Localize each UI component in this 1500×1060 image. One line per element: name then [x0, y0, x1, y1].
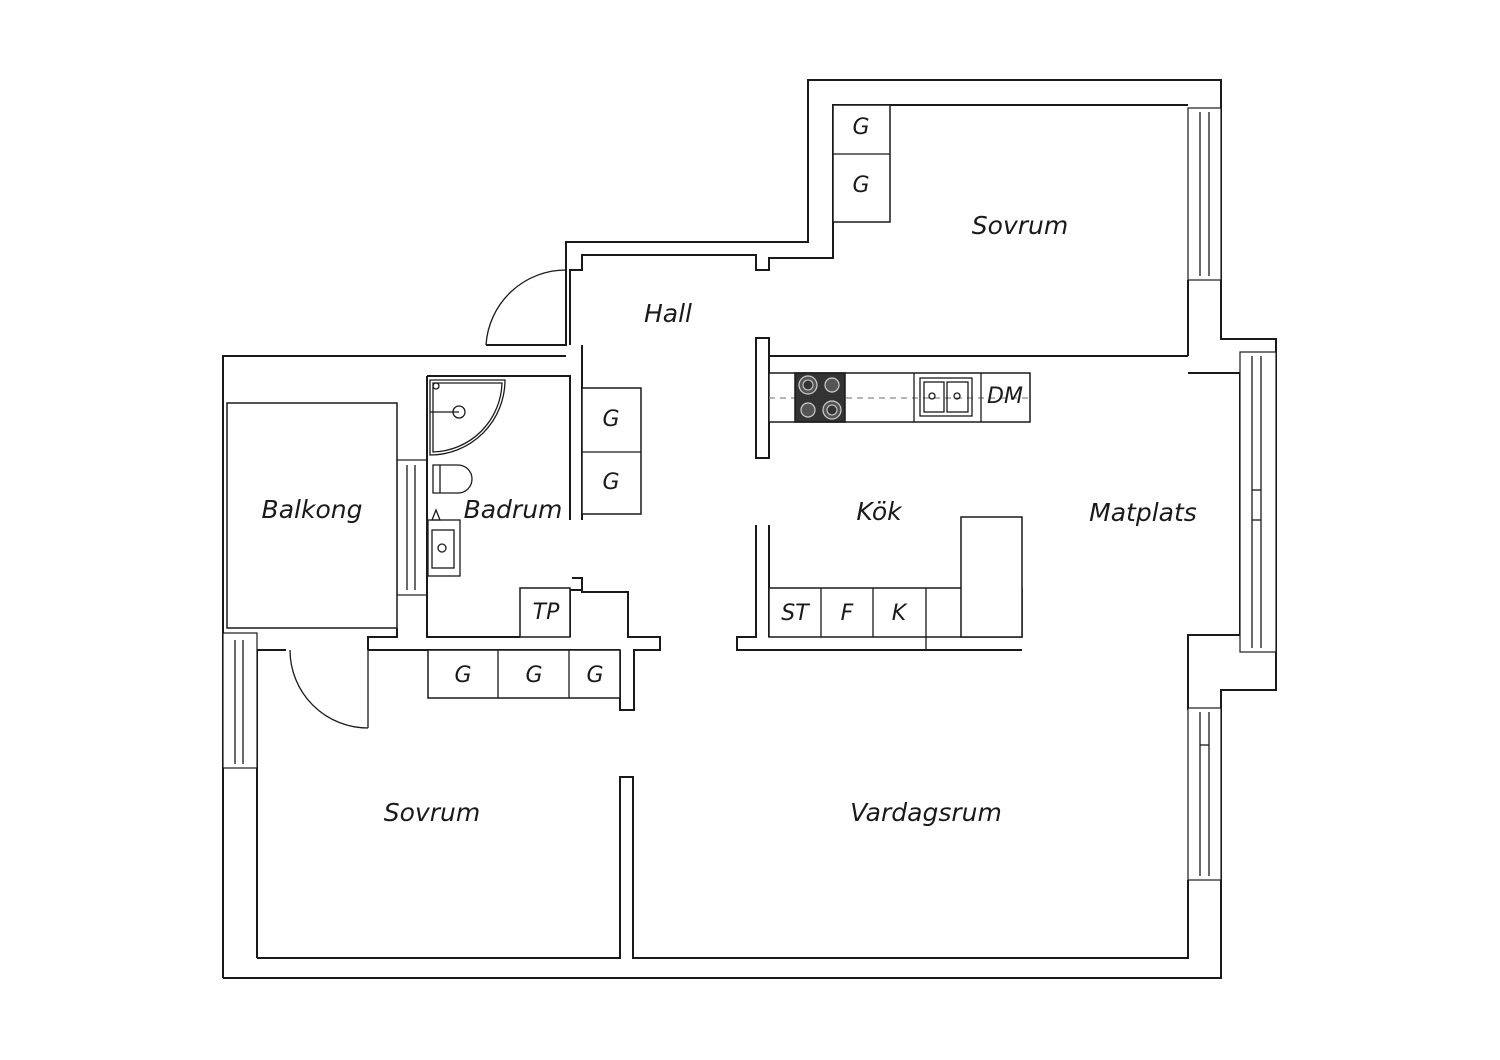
- wardrobe-label: G: [586, 663, 603, 688]
- kitchen-counter-top: DM: [768, 372, 1031, 423]
- dishwasher-label: DM: [987, 384, 1023, 409]
- window-sovrum-bottom: [222, 632, 258, 769]
- room-label-balkong: Balkong: [262, 495, 363, 524]
- wardrobe-label: G: [454, 663, 471, 688]
- doors: [289, 269, 567, 729]
- drying-cabinet: TP: [519, 587, 571, 638]
- toilet-icon: [432, 464, 473, 494]
- window-matplats: [1239, 351, 1277, 653]
- window-badrum: [396, 459, 428, 596]
- kitchen-counter-bottom: ST F K: [768, 516, 1023, 650]
- counter-f-label: F: [841, 601, 854, 626]
- room-label-sovrum-top: Sovrum: [972, 211, 1068, 240]
- window-sovrum-top: [1187, 107, 1222, 281]
- wardrobe-label: G: [852, 173, 869, 198]
- windows: [222, 107, 1277, 881]
- room-label-sovrum-bottom: Sovrum: [384, 798, 480, 827]
- wardrobe-label: G: [852, 115, 869, 140]
- wardrobes-hall: G G: [581, 387, 642, 515]
- room-label-badrum: Badrum: [464, 495, 563, 524]
- bathroom-walls: [367, 345, 661, 711]
- room-label-vardagsrum: Vardagsrum: [850, 798, 1002, 827]
- balkong-area: [226, 402, 398, 629]
- kitchen-sink-icon: [919, 377, 973, 417]
- room-label-hall: Hall: [644, 299, 692, 328]
- stove-icon: [794, 372, 846, 423]
- drying-cabinet-label: TP: [533, 600, 560, 625]
- wardrobes-sovrum-top: G G: [832, 104, 891, 223]
- counter-k-label: K: [892, 601, 908, 626]
- wardrobe-label: G: [602, 407, 619, 432]
- wardrobes-sovrum-bottom: G G G: [427, 649, 621, 699]
- wardrobe-label: G: [525, 663, 542, 688]
- room-labels: Sovrum Hall Badrum Balkong Kök Matplats …: [262, 211, 1197, 827]
- window-vardagsrum: [1187, 707, 1222, 881]
- wardrobe-label: G: [602, 470, 619, 495]
- room-label-kok: Kök: [856, 497, 903, 526]
- bathroom-fixtures: [427, 379, 506, 577]
- sink-icon: [427, 508, 461, 577]
- room-label-matplats: Matplats: [1089, 498, 1197, 527]
- shower-icon: [429, 379, 506, 456]
- entrance-door[interactable]: [485, 269, 567, 346]
- bedroom-door[interactable]: [289, 649, 369, 729]
- counter-st-label: ST: [781, 601, 810, 626]
